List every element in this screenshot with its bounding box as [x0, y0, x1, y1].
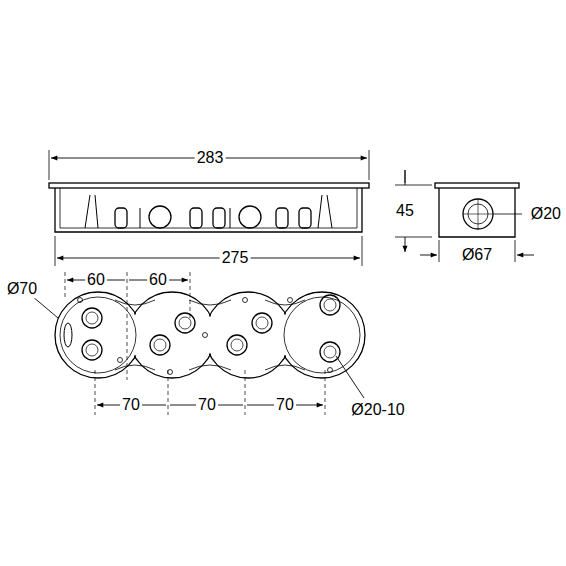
- screw-boss: [328, 368, 333, 373]
- knockout-hole: [82, 340, 102, 360]
- dimension-label: 275: [220, 249, 251, 267]
- knockout-hole: [82, 308, 102, 328]
- screw-boss: [118, 358, 123, 363]
- dimension-label: 60: [85, 271, 107, 289]
- knockout-hole: [324, 346, 336, 358]
- knockout-hole: [179, 317, 191, 329]
- knockout-hole: [150, 335, 170, 355]
- knockout-hole: [320, 342, 340, 362]
- dimension-label: Ø67: [460, 246, 494, 264]
- knockout-hole: [86, 344, 98, 356]
- knockout-hole: [154, 339, 166, 351]
- dimension-label: 70: [274, 396, 296, 414]
- side-view: [49, 183, 369, 232]
- knockout-hole: [252, 313, 272, 333]
- dimension-label: 70: [196, 396, 218, 414]
- knockout-hole: [256, 317, 268, 329]
- dimension-label: Ø20-10: [349, 401, 406, 419]
- screw-boss: [78, 298, 83, 303]
- dimension-label: 60: [147, 271, 169, 289]
- dimension-label: 70: [120, 396, 142, 414]
- knockout-hole: [175, 313, 195, 333]
- dimension-label: 45: [394, 202, 416, 220]
- knockout-hole: [86, 312, 98, 324]
- knockout-hole: [324, 299, 336, 311]
- screw-boss: [288, 298, 293, 303]
- knockout-hole: [227, 335, 247, 355]
- screw-boss: [243, 298, 248, 303]
- end-view: [435, 183, 522, 237]
- dimension-label: Ø70: [5, 280, 39, 298]
- dimension-label: 283: [195, 149, 226, 167]
- plan-view: [55, 292, 365, 378]
- knockout-hole: [320, 295, 340, 315]
- screw-boss: [203, 333, 208, 338]
- dimension-label: Ø20: [529, 205, 563, 223]
- knockout-hole: [231, 339, 243, 351]
